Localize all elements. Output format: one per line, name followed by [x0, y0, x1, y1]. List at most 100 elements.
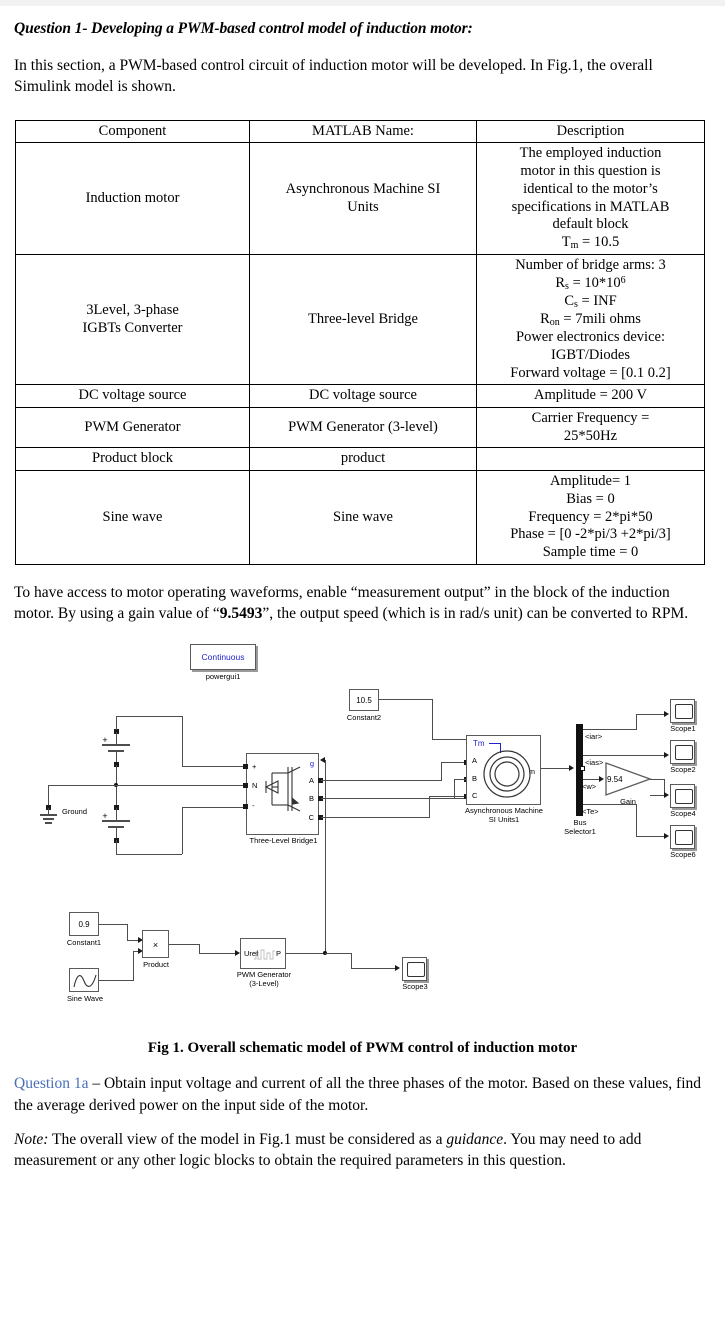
page-top-strip [0, 0, 725, 6]
pwm-label-line2: (3-Level) [249, 978, 279, 988]
cell-description: Carrier Frequency = 25*50Hz [476, 407, 705, 449]
bridge-output-g: g [309, 759, 314, 769]
wire-iar-3 [636, 714, 666, 716]
arrow-bus-input [569, 764, 574, 771]
scope1-screen-icon [675, 704, 693, 720]
cell-line: Phase = [0 -2*pi/3 +2*pi/3] [510, 526, 671, 543]
note-text-2: . You may need to add measurement or any… [14, 1131, 642, 1170]
powergui-block[interactable]: Continuous [190, 644, 256, 671]
wire-mid-link [116, 765, 117, 786]
wire-gain-out-1 [650, 779, 664, 781]
scope4-block[interactable] [670, 784, 695, 809]
cell-line-cs: Cs = INF [564, 292, 617, 310]
sine-wave-label: Sine Wave [67, 994, 103, 1004]
machine-label: Asynchronous Machine SI Units1 [454, 807, 554, 824]
arrow-product-input2 [138, 947, 143, 954]
wire-dc-top-to-bridge [182, 716, 183, 767]
wire-bridge-c-2 [429, 796, 430, 819]
asynchronous-machine-block[interactable]: Tm A B C m [466, 735, 541, 806]
table-row: Sine wave Sine wave Amplitude= 1 Bias = … [15, 470, 705, 565]
cell-line: IGBTs Converter [82, 319, 183, 336]
bus-selector-block[interactable] [576, 724, 583, 817]
table-row: 3Level, 3-phase IGBTs Converter Three-le… [15, 254, 705, 386]
table-row: Product block product [15, 447, 705, 472]
arrow-scope1-input [664, 710, 669, 717]
arrow-product-input1 [138, 936, 143, 943]
wire-ground-drop [48, 808, 49, 815]
scope2-block[interactable] [670, 740, 695, 765]
wire-machine-m-to-bus [541, 768, 572, 770]
gain-block[interactable] [605, 762, 652, 797]
wire-w-to-gain [583, 779, 600, 781]
scope1-block[interactable] [670, 699, 695, 724]
cell-line: 3Level, 3-phase [86, 302, 179, 319]
battery-bot-long-plate [102, 820, 130, 822]
pwm-generator-block[interactable]: Uref P [240, 938, 286, 970]
simulink-figure: Continuous powergui1 10.5 Constant2 + [14, 636, 711, 1036]
cell-description [476, 447, 705, 472]
machine-input-c: C [472, 791, 478, 801]
cell-line: Amplitude= 1 [549, 473, 632, 490]
cell-component: Product block [15, 447, 250, 472]
constant1-block[interactable]: 0.9 [69, 912, 99, 937]
wire-dc-bot-up-to-bridge [182, 807, 183, 855]
sine-wave-block[interactable] [69, 968, 99, 993]
scope6-label: Scope6 [670, 850, 696, 860]
scope2-label: Scope2 [670, 765, 696, 775]
bus-signal-te-label: <Te> [582, 807, 599, 817]
wire-dc-bot-down [116, 840, 117, 855]
product-symbol: × [152, 940, 159, 951]
wire-dc-bot-stem1 [116, 808, 117, 821]
wire-ground-stem [48, 785, 49, 808]
cell-component: PWM Generator [15, 407, 250, 449]
scope6-block[interactable] [670, 825, 695, 850]
wire-pwm-out [286, 953, 327, 955]
cell-description: The employed induction motor in this que… [476, 142, 705, 256]
arrow-scope6-input [664, 832, 669, 839]
bus-selector-input-port [580, 766, 585, 772]
cell-matlab-name: product [249, 447, 477, 472]
cell-line: specifications in MATLAB [511, 198, 670, 215]
question-1a-text: – Obtain input voltage and current of al… [14, 1075, 701, 1114]
constant2-label: Constant2 [346, 713, 382, 723]
machine-output-m: m [528, 767, 535, 777]
cell-line-tm-formula: Tm = 10.5 [561, 233, 620, 251]
tm-connector-v [500, 743, 501, 754]
wire-ias-1 [583, 755, 666, 757]
constant1-value: 0.9 [78, 920, 90, 930]
column-header-matlab-name: MATLAB Name: [249, 119, 477, 144]
bus-selector-label-line2: Selector1 [564, 826, 596, 836]
cell-line: Number of bridge arms: 3 [515, 257, 666, 274]
cell-line: Forward voltage = [0.1 0.2] [510, 364, 671, 381]
wire-pwm-to-scope3-2 [351, 953, 352, 969]
wire-bridge-a-1 [321, 780, 441, 782]
post-table-text-1: To have access to motor operating wavefo… [14, 583, 670, 622]
wire-dc-bot-stem0 [116, 787, 117, 808]
wire-constant1-to-product [127, 940, 140, 942]
wire-sine-out [99, 980, 133, 982]
constant2-block[interactable]: 10.5 [349, 689, 379, 712]
scope6-screen-icon [675, 830, 693, 846]
three-level-bridge-block[interactable]: + N - g A B C [246, 753, 319, 836]
cell-line: default block [552, 216, 629, 233]
cell-line: 25*50Hz [563, 427, 618, 444]
powergui-label: powergui1 [205, 672, 241, 682]
bus-signal-iar-label: <iar> [585, 732, 603, 742]
wire-bridge-b-2 [454, 779, 455, 799]
page-title: Question 1- Developing a PWM-based contr… [14, 20, 473, 37]
pwm-generator-label: PWM Generator (3-Level) [236, 971, 292, 988]
product-block[interactable]: × [142, 930, 169, 959]
induction-motor-icon [483, 750, 531, 798]
wire-product-out-2 [199, 944, 200, 954]
wire-dc-top-to-bridge-plus [182, 766, 244, 768]
question-1a-paragraph: Question 1a – Obtain input voltage and c… [14, 1073, 711, 1116]
machine-label-line2: SI Units1 [488, 814, 520, 824]
pwm-output-port-label: P [275, 949, 281, 959]
table-row: PWM Generator PWM Generator (3-level) Ca… [15, 407, 705, 449]
igbt-diode-icon [264, 766, 301, 812]
bridge-port-plus [243, 764, 248, 770]
wire-iar-1 [583, 729, 636, 731]
wire-dc-bot-stem2 [116, 826, 117, 841]
figure-caption: Fig 1. Overall schematic model of PWM co… [147, 1040, 578, 1057]
scope3-block[interactable] [402, 957, 427, 982]
